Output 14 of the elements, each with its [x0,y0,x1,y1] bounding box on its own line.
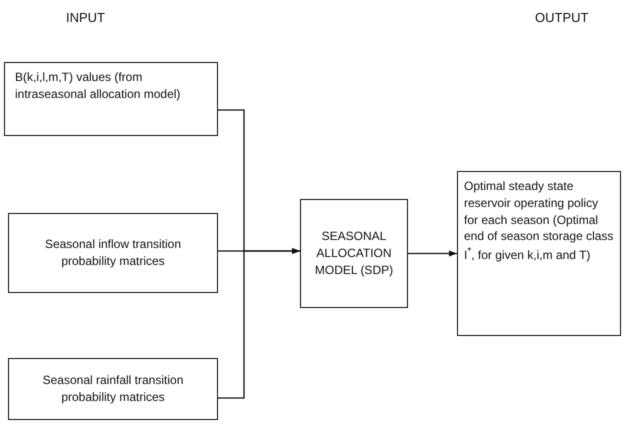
arrow [408,250,457,256]
box-text: Seasonal inflow transition probability matrices [44,236,182,270]
box-text: SEASONAL ALLOCATION MODEL (SDP) [314,228,394,279]
arrow [218,248,300,399]
process-box [300,199,408,308]
process-box [4,62,218,136]
process-box [8,358,218,420]
column-heading: OUTPUT [535,10,588,25]
box-text: Optimal steady state reservoir operating policy for each season (Optimal end of season storage class I$^{*}$, for given k,i,m and T) [464,178,614,264]
process-box [8,213,218,293]
column-heading: INPUT [66,10,105,25]
box-text: Seasonal rainfall transition probability matrices [42,372,184,406]
process-box [457,171,621,336]
box-text: B(k,i,l,m,T) values (from intraseasonal allocation model) [15,69,182,103]
